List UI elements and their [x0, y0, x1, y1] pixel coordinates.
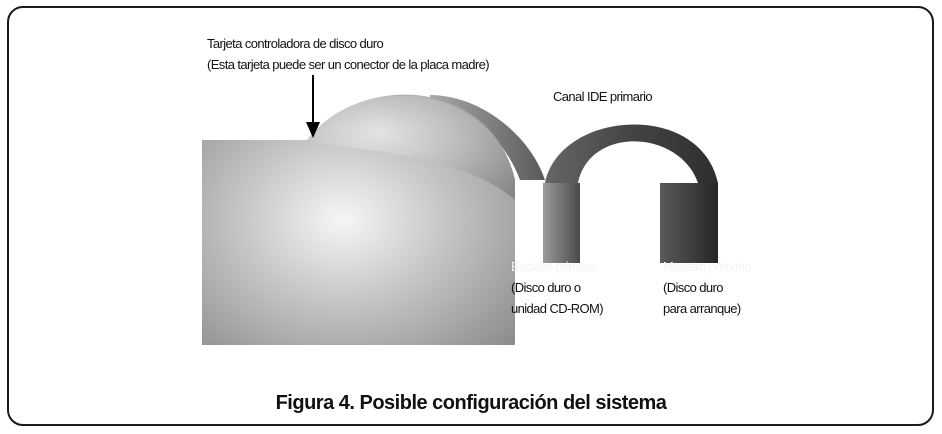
slave-label-line1: Esclavo primario: [511, 259, 598, 274]
ide-channel-label: Canal IDE primario: [553, 89, 653, 104]
controller-label-line2: (Esta tarjeta puede ser un conector de l…: [207, 57, 490, 72]
master-label-line1: Maestro primario: [663, 259, 752, 274]
slave-label-line2: (Disco duro o: [511, 280, 581, 295]
slave-connector: [543, 183, 580, 263]
figure-frame: [7, 6, 934, 426]
master-label-line3: para arranque): [663, 301, 741, 316]
controller-card-hump: [305, 95, 515, 200]
down-arrow-icon: [306, 122, 320, 138]
ide-cable-bridge: [430, 95, 545, 180]
controller-label-line1: Tarjeta controladora de disco duro: [207, 36, 384, 51]
ide-cable-arch: [545, 124, 718, 183]
slave-label-line3: unidad CD-ROM): [511, 301, 604, 316]
master-connector: [660, 183, 718, 263]
master-label-line2: (Disco duro: [663, 280, 723, 295]
figure-caption: Figura 4. Posible configuración del sist…: [275, 392, 667, 414]
